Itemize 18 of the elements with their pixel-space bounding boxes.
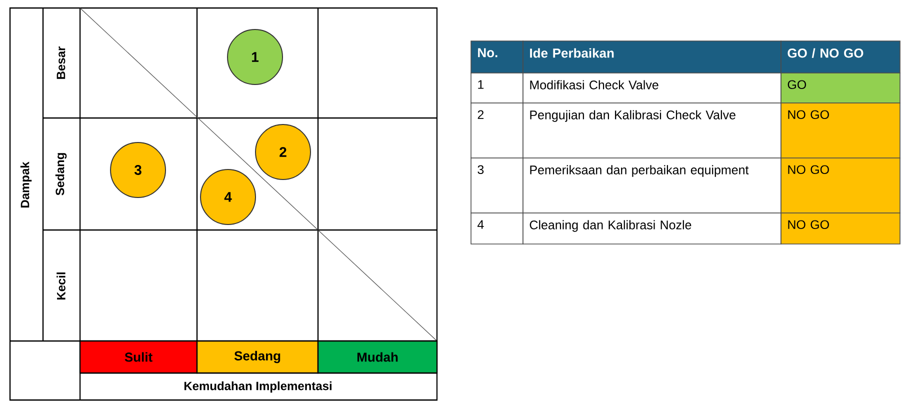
- header-cell: No.: [470, 40, 524, 74]
- table-cell: 4: [470, 212, 524, 244]
- table-cell: NO GO: [780, 102, 900, 158]
- axis-title: Kemudahan Implementasi: [184, 381, 332, 393]
- row-label: Kecil: [56, 272, 66, 300]
- table-cell: NO GO: [780, 158, 900, 214]
- category-bar: Sulit: [79, 340, 198, 374]
- table-cell: GO: [780, 72, 900, 104]
- axis-title: Dampak: [20, 162, 32, 208]
- table-cell: 1: [470, 72, 524, 104]
- table-cell: NO GO: [780, 212, 900, 244]
- category-bar: Mudah: [317, 340, 438, 374]
- row-label: Besar: [56, 46, 66, 79]
- category-bar: Sedang: [196, 340, 319, 374]
- header-cell: GO / NO GO: [780, 40, 900, 74]
- table-cell: 2: [470, 102, 524, 158]
- table-cell: 3: [470, 158, 524, 214]
- row-label: Sedang: [55, 153, 67, 196]
